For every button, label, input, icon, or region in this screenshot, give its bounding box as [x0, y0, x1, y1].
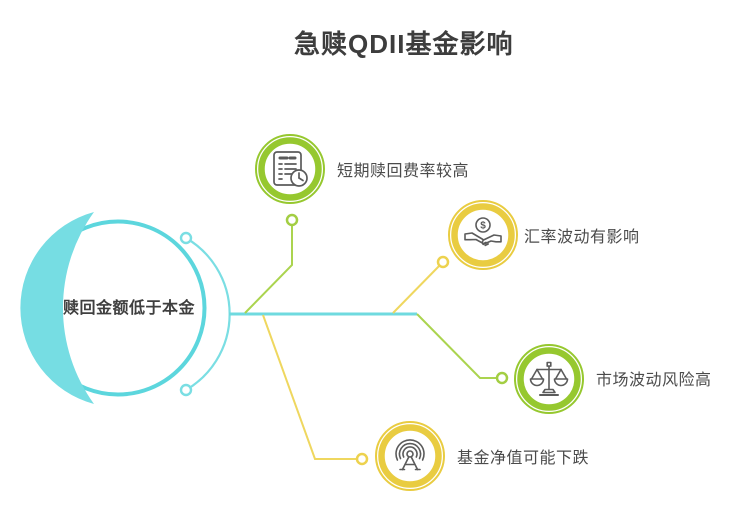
center-arc-dot-bottom [179, 383, 193, 397]
page-title: 急赎QDII基金影响 [294, 29, 514, 59]
branch1-label: 短期赎回费率较高 [337, 163, 470, 180]
branch1-node [255, 134, 325, 204]
branch2-thick-ring [451, 203, 515, 267]
balance-scale-icon [529, 361, 569, 396]
branch2-label: 汇率波动有影响 [524, 229, 640, 246]
branch1-line [244, 220, 293, 314]
center-node-label: 赎回金额低于本金 [63, 300, 196, 317]
branch3-node [514, 344, 584, 414]
center-crescent [20, 212, 94, 404]
branch3-dot [495, 371, 509, 385]
center-node [20, 212, 231, 404]
center-arc-dot-top [179, 231, 193, 245]
branch4-line [262, 314, 362, 460]
branch4-thick-ring [378, 424, 442, 488]
branch4-node [375, 421, 445, 491]
svg-text:$: $ [480, 221, 486, 232]
branch1-dot [285, 213, 299, 227]
handshake-dollar-icon: $ [464, 217, 502, 247]
invoice-clock-icon [273, 151, 308, 187]
branch2-node: $ [448, 200, 518, 270]
branch2-dot [436, 255, 450, 269]
branch4-dot [355, 452, 369, 466]
branch2-line [392, 261, 444, 314]
signal-tower-icon [395, 439, 425, 471]
branch4-label: 基金净值可能下跌 [457, 450, 590, 467]
branch3-line [416, 313, 502, 379]
branch3-label: 市场波动风险高 [596, 372, 712, 389]
